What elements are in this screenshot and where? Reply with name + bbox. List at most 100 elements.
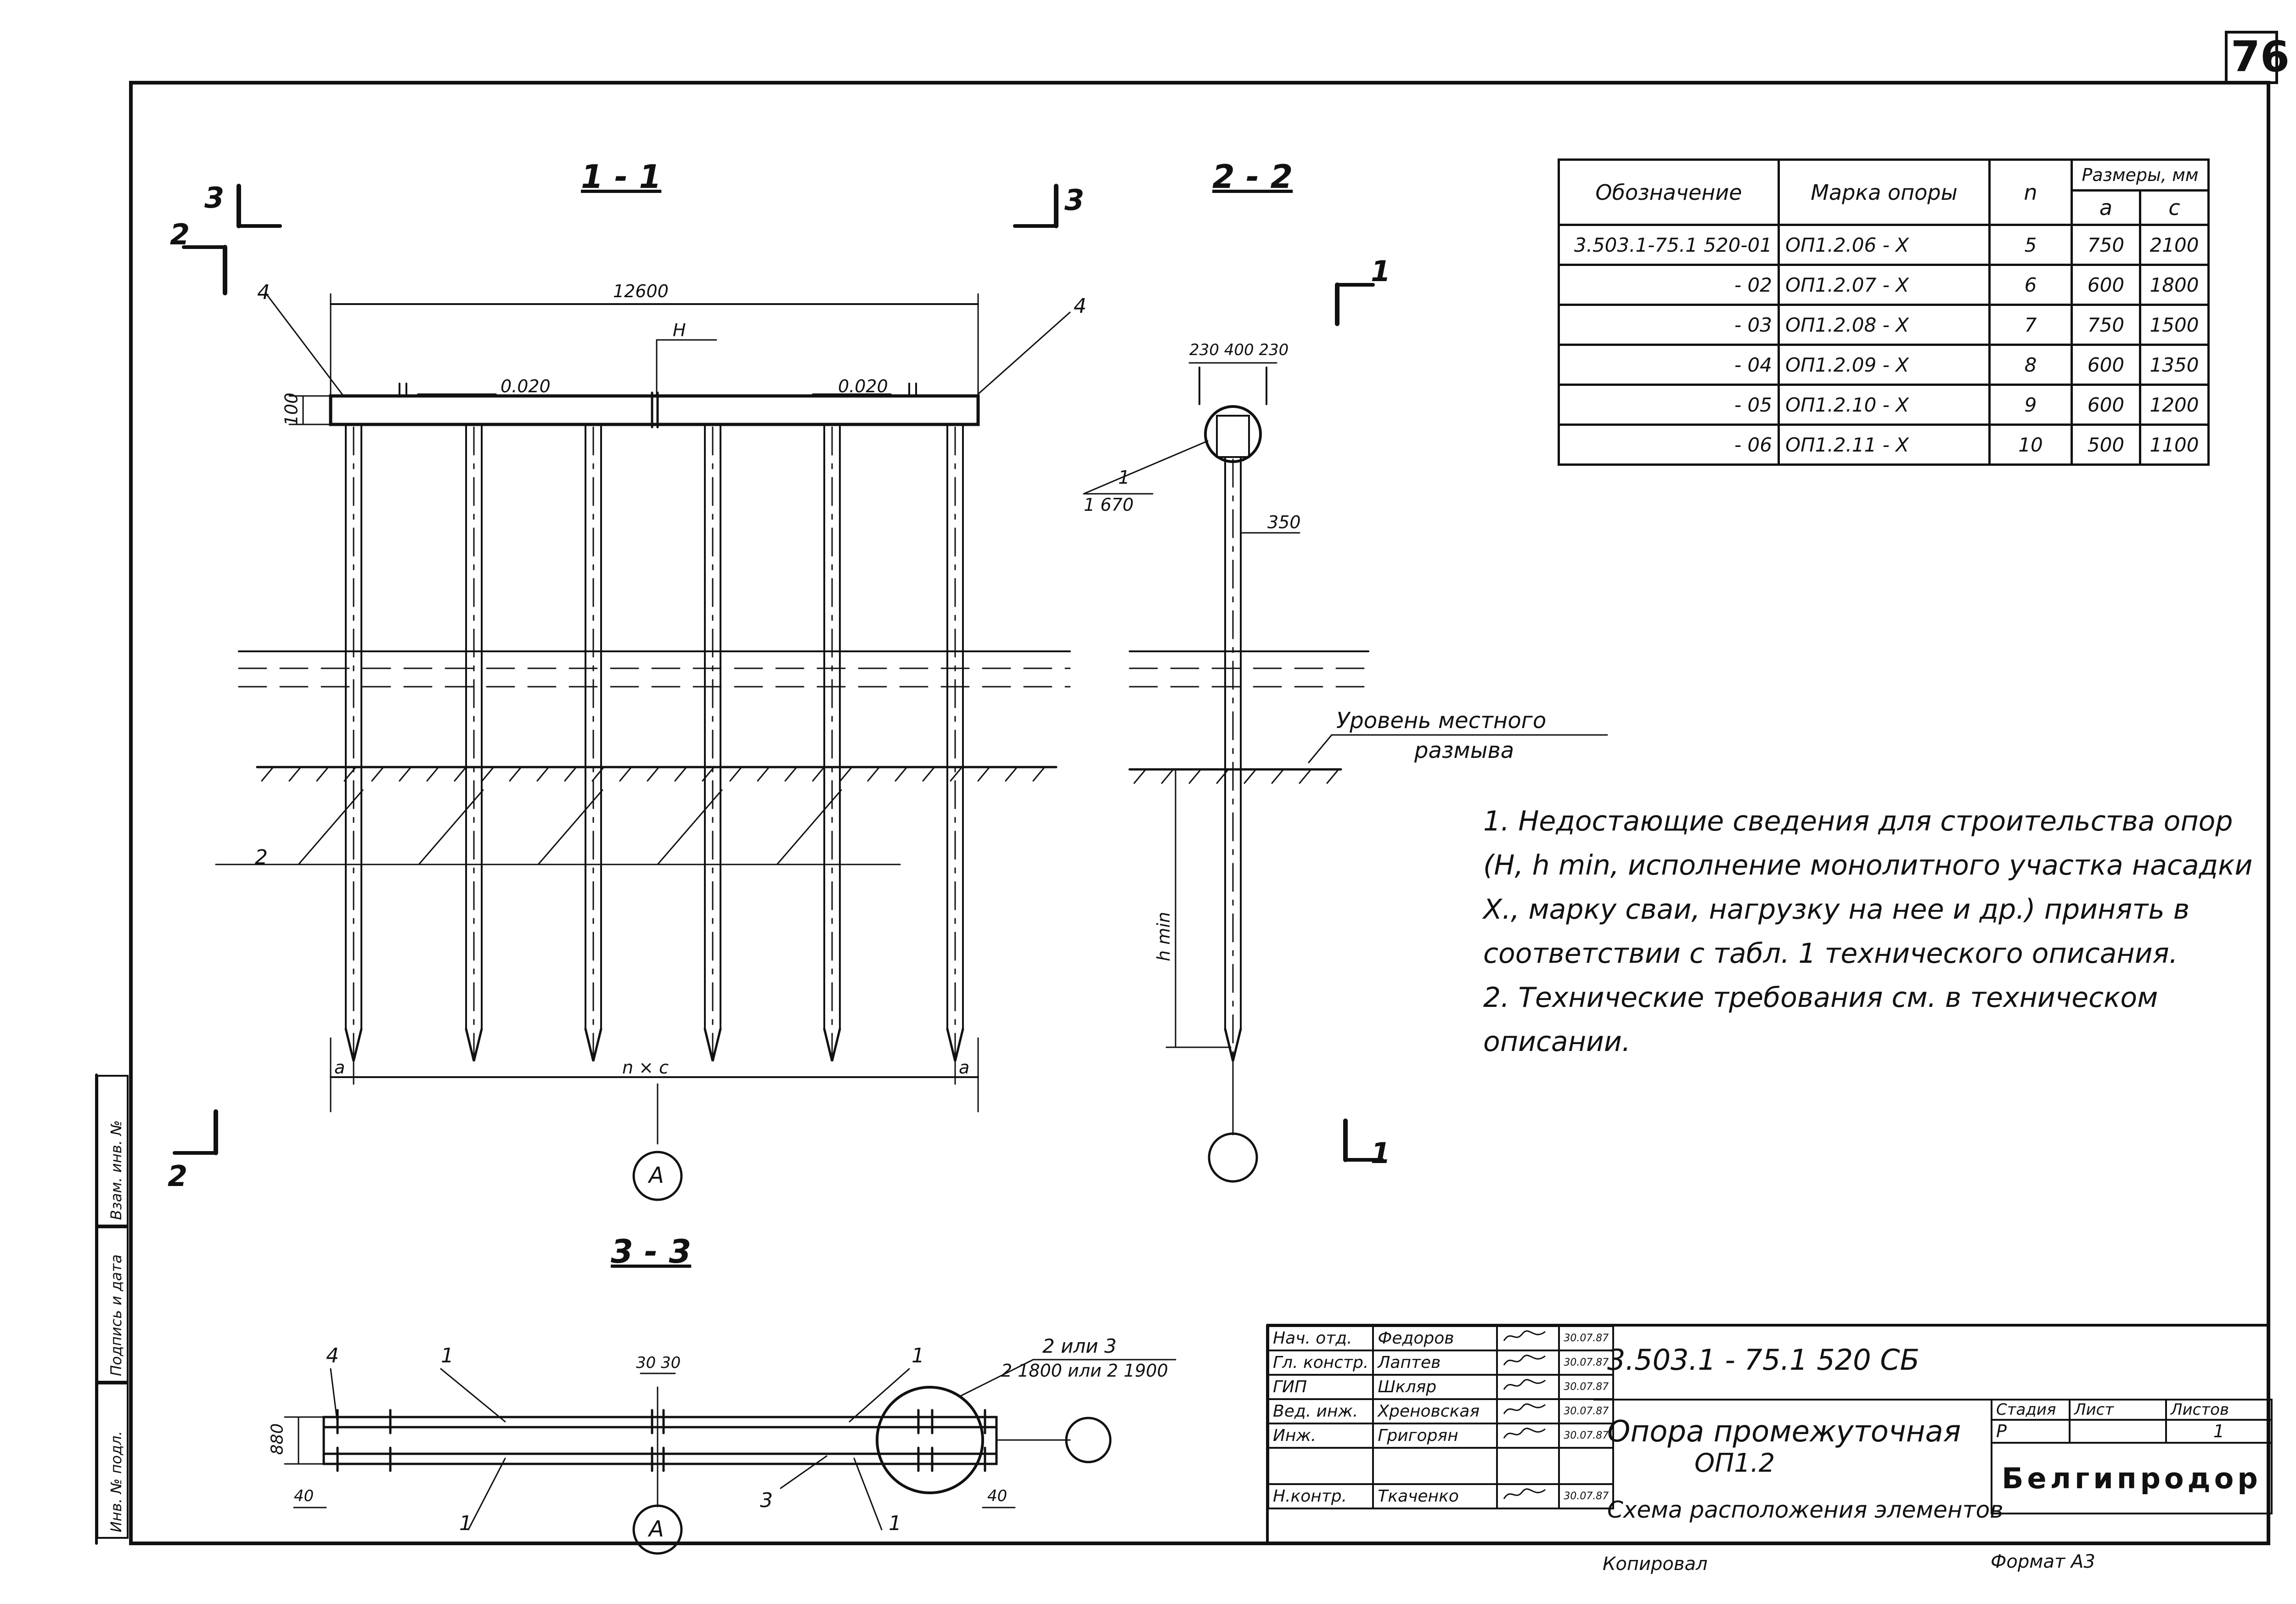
table-cell: 8 (1988, 344, 2073, 386)
pos-4-left: 4 (257, 281, 270, 304)
scour-level-label-1: Уровень местного (1336, 708, 1547, 734)
pos-2: 2 (255, 846, 268, 869)
role-cell: Гл. констр. (1267, 1350, 1374, 1376)
signature-cell (1496, 1350, 1560, 1376)
name-cell: Хреновская (1372, 1398, 1498, 1424)
table-cell: ОП1.2.09 - X (1778, 344, 1991, 386)
note-2: 2. Технические требования см. в техничес… (1483, 982, 2158, 1058)
table-cell: - 02 (1558, 264, 1780, 306)
pile (465, 424, 483, 1062)
dim-a-right: a (959, 1057, 970, 1078)
spec-table: Обозначение Марка опоры n Размеры, мм a … (1558, 158, 2210, 466)
cut-label-1-bottom: 1 (1371, 1136, 1391, 1170)
plan-dim-40-left: 40 (294, 1487, 314, 1505)
signature-scribble (1503, 1488, 1546, 1499)
view-2-2 (1083, 282, 1608, 1183)
scour-level-label-2: размыва (1414, 738, 1514, 763)
axis-marker-2-2 (1208, 1132, 1258, 1183)
section-title-3-3: 3 - 3 (611, 1233, 692, 1271)
signature-cell (1496, 1423, 1560, 1449)
table-cell: 10 (1988, 424, 2073, 466)
sheet-value (2069, 1419, 2167, 1444)
table-cell: ОП1.2.10 - X (1778, 384, 1991, 426)
table-cell: 3.503.1-75.1 520-01 (1558, 224, 1780, 266)
signature-row (1267, 1447, 1615, 1485)
table-cell: 750 (2071, 224, 2141, 266)
side-stamp: Взам. инв. № Подпись и дата Инв. № подл. (96, 1075, 129, 1539)
table-cell: 1500 (2139, 304, 2210, 346)
name-cell: Лаптев (1372, 1350, 1498, 1376)
signature-scribble (1503, 1428, 1546, 1439)
date-cell: 30.07.87 (1558, 1325, 1615, 1351)
table-cell: - 04 (1558, 344, 1780, 386)
plan-dim-880: 880 (268, 1423, 287, 1455)
signature-cell (1496, 1398, 1560, 1424)
notes: 1. Недостающие сведения для строительств… (1483, 799, 2255, 1064)
date-cell: 30.07.87 (1558, 1483, 1615, 1509)
table-cell: ОП1.2.08 - X (1778, 304, 1991, 346)
sheets-header: Листов (2165, 1399, 2273, 1421)
subtitle: Схема расположения элементов (1607, 1497, 2003, 1523)
note-1: 1. Недостающие сведения для строительств… (1483, 805, 2253, 970)
pile (823, 424, 841, 1062)
drawing-frame (129, 81, 2270, 1545)
name-cell: Федоров (1372, 1325, 1498, 1351)
role-cell: ГИП (1267, 1374, 1374, 1400)
col-mark: Марка опоры (1778, 158, 1991, 226)
plan-dim-30-30: 30 30 (636, 1354, 681, 1372)
table-cell: 1800 (2139, 264, 2210, 306)
date-cell: 30.07.87 (1558, 1398, 1615, 1424)
date-cell: 30.07.87 (1558, 1423, 1615, 1449)
piles-1-1 (344, 424, 964, 1062)
signature-scribble (1503, 1403, 1546, 1414)
table-cell: 7 (1988, 304, 2073, 346)
role-cell: Н.контр. (1267, 1483, 1374, 1509)
dim-100: 100 (281, 392, 302, 426)
axis-marker-A-plan (632, 1504, 683, 1555)
table-cell: - 06 (1558, 424, 1780, 466)
side-stamp-replace: Взам. инв. № (107, 1120, 125, 1220)
dim-230-400-230: 230 400 230 (1189, 341, 1289, 359)
ground-hatch-1-1 (261, 766, 1046, 782)
table-cell: 750 (2071, 304, 2141, 346)
pile-note-1: 1 (1118, 467, 1130, 488)
plan-note-2-or-3: 2 или 3 (1042, 1335, 1117, 1357)
role-cell: Инж. (1267, 1423, 1374, 1449)
dim-n-c: n × c (622, 1057, 669, 1078)
signature-scribble (1503, 1355, 1546, 1366)
format-label: Формат А3 (1991, 1551, 2095, 1572)
role-cell: Нач. отд. (1267, 1325, 1374, 1351)
dim-a-left: a (334, 1057, 345, 1078)
title-block-frame (1266, 1324, 2270, 1545)
col-a: a (2071, 189, 2141, 226)
signature-row: Нач. отд.Федоров 30.07.87 (1267, 1325, 1615, 1351)
side-stamp-signature: Подпись и дата (107, 1254, 125, 1376)
plan-dim-40-right: 40 (987, 1487, 1007, 1505)
stage-header: Стадия (1991, 1399, 2071, 1421)
signature-cell (1496, 1325, 1560, 1351)
plan-pos-1c: 1 (912, 1344, 924, 1367)
col-designation: Обозначение (1558, 158, 1780, 226)
table-cell: 600 (2071, 264, 2141, 306)
sheets-value: 1 (2165, 1419, 2273, 1444)
plan-pos-1d: 1 (889, 1512, 901, 1535)
cut-label-2-bottom: 2 (168, 1159, 188, 1193)
slope-left: 0.020 (501, 376, 551, 396)
plan-pos-1b: 1 (459, 1512, 472, 1535)
plan-axis-label-A: A (649, 1516, 664, 1542)
col-n: n (1988, 158, 2073, 226)
cut-label-1-top: 1 (1371, 254, 1391, 288)
organization: Белгипродор (1991, 1442, 2273, 1514)
table-cell: - 05 (1558, 384, 1780, 426)
section-title-1-1: 1 - 1 (581, 158, 662, 196)
